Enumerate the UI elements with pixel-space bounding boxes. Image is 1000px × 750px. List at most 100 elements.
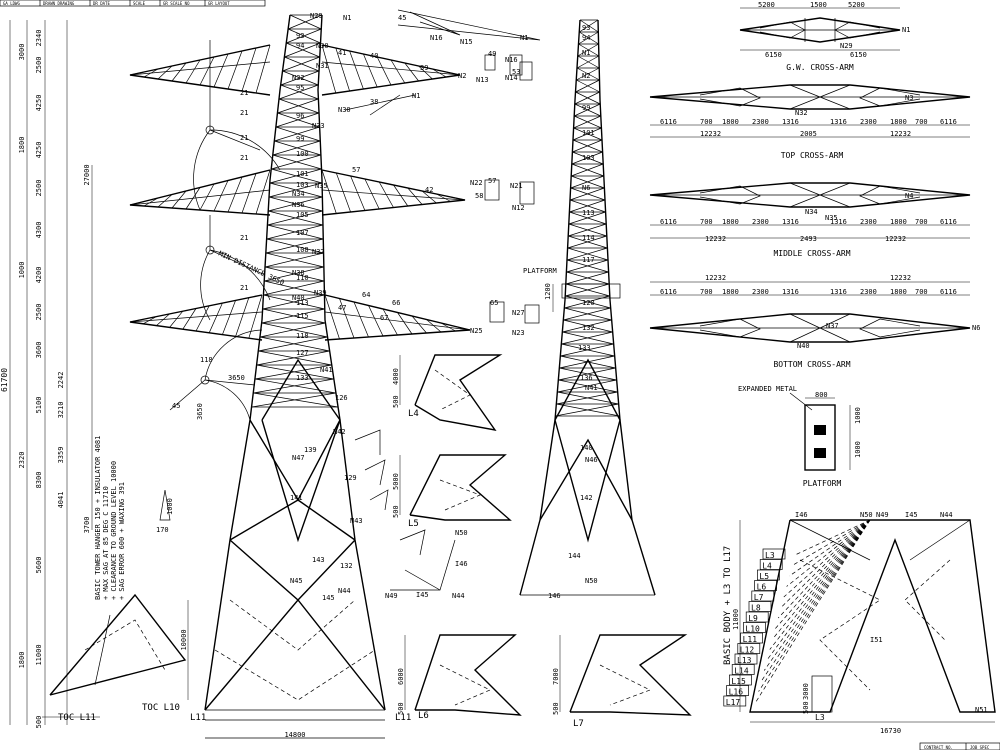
tower-brace [278,98,320,114]
panel-label: L6 [418,711,429,721]
arm-dim: 1800 [722,288,739,296]
tower-brace [274,126,320,142]
detail-arm-tips: 45 N16 N15 N1 49 N16 N14 N13 53 N30 N1 3… [338,9,541,337]
level-label: L9 [748,614,758,623]
side-brace [561,331,613,345]
panel-dim: 500 [392,505,400,518]
job-spec-label: JOB SPEC [970,745,990,750]
top-label: N50 [860,511,873,519]
level-box [726,685,749,696]
arm-dim: 2300 [860,288,877,296]
side-node: N2 [582,72,590,80]
node-label: N39 [314,289,327,297]
level-label: L5 [759,572,769,581]
note-line: + SAG ERROR 600 + WAXING 391 [118,482,126,600]
inner-dim: 4300 [35,222,43,239]
side-node: N46 [585,456,598,464]
arm-brace [378,181,394,208]
arm-brace [157,194,173,208]
level-box [748,601,772,612]
left-dimension-chains: 61700 3000 1800 1000 2320 1800 2340 2500… [0,20,93,728]
arm-brace [241,47,257,92]
arm-dim: 2300 [752,288,769,296]
panel-label: L5 [408,519,419,529]
arm-brace [368,305,384,337]
side-brace [555,403,619,417]
body-extension-line [761,519,871,682]
arm-dim: 1316 [782,118,799,126]
arm-member: 67 [380,314,388,322]
level-box [759,559,783,570]
body-extension-line [758,519,871,692]
detail-node: N30 [338,106,351,114]
side-brace [568,223,607,237]
base-dim: 16730 [880,727,901,735]
clearance-notes: BASIC TOWER HANGER 150 + INSULATOR 4081 … [94,436,174,600]
platform-dim: 800 [815,391,828,399]
tower-brace [261,308,325,324]
arm-dim: 1316 [782,288,799,296]
arm-brace [143,316,157,325]
node-label: N42 [333,428,346,436]
level-box [731,664,755,675]
detail-member: 57 [488,177,496,185]
swing-label: 21 [240,89,248,97]
member-label: 132 [340,562,353,570]
node-label: N31 [316,62,329,70]
side-node: N50 [585,577,598,585]
node-label: I51 [870,636,883,644]
arm-member: 41 [338,49,346,57]
member-label: 96 [296,112,304,120]
arm-brace [169,310,184,328]
detail-node: N1 [412,92,420,100]
arm-dim: 1800 [890,288,907,296]
node-label: N47 [292,454,305,462]
panel-node: N49 [385,592,398,600]
arm-dim: 1316 [830,218,847,226]
arm-dim: 6116 [940,288,957,296]
level-label: L17 [726,698,741,707]
middle-node: N34 [805,208,818,216]
small-dim: 1000 [166,498,174,515]
panel-node: N44 [452,592,465,600]
panel-dim: 6000 [397,668,405,685]
level-width-dim: 10000 [180,629,188,650]
level-label: L11 [743,635,758,644]
swing-dim: 3650 [196,403,204,420]
arm-total-dim: 2493 [800,235,817,243]
outer-dim: 3000 [18,44,26,61]
side-member: 120 [582,299,595,307]
level-label: L12 [740,646,755,655]
arm-brace [227,176,243,213]
arm-dim: 700 [915,288,928,296]
level-label: L3 [765,551,775,560]
panel-l5: 5000 500 L5 [392,454,512,529]
arm-member: 47 [338,304,346,312]
arm-brace [235,297,250,337]
panel-dim: 5000 [392,473,400,490]
arm-member: 57 [352,166,360,174]
detail-member: 38 [370,98,378,106]
third-dim: 27000 [83,164,91,185]
arm-brace [418,65,433,80]
node-label: N36 [292,201,305,209]
panel-l7: 7000 500 L7 [552,634,692,729]
inner-dim: 4200 [35,267,43,284]
note-line: BASIC TOWER HANGER 150 + INSULATOR 4081 [94,436,102,600]
swing-label: 21 [240,284,248,292]
side-brace [577,43,599,57]
arm-dim: 1800 [890,118,907,126]
side-member: 136 [580,374,593,382]
panel-label: L4 [408,409,419,419]
third-dim: 3700 [83,517,91,534]
level-box [754,580,777,591]
arm-dim: 2300 [860,118,877,126]
body-extension-line [763,519,871,671]
arm-brace [404,62,419,82]
arm-brace [324,294,340,340]
member-label: 129 [344,474,357,482]
panel-node: N50 [455,529,468,537]
side-brace [576,67,600,81]
side-member: 140 [580,444,593,452]
